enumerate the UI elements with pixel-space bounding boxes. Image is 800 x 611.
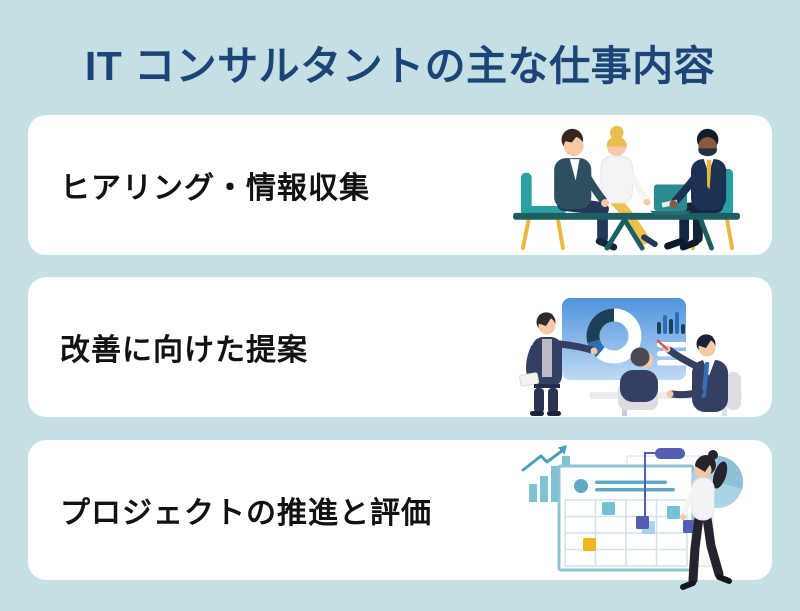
chart-presentation-illustration [519, 298, 742, 416]
tag-pill [655, 448, 685, 459]
page-title: IT コンサルタントの主な仕事内容 [84, 43, 716, 89]
chair-left-icon [520, 172, 566, 251]
growth-arrow-icon [521, 445, 567, 472]
sticky-note-teal [602, 502, 615, 515]
sticky-note-yellow [583, 538, 596, 551]
presentation-screen [562, 298, 687, 380]
card-project-promotion-evaluation: プロジェクトの推進と評価 [28, 440, 772, 590]
sticky-note-teal [667, 506, 680, 519]
sticky-note-indigo [636, 516, 649, 529]
arms-overlay [579, 164, 703, 208]
woman-figure [680, 450, 732, 590]
seated-viewer-figure [618, 347, 658, 410]
bar-chart-icon [657, 312, 685, 334]
card-improvement-proposal: 改善に向けた提案 [28, 277, 772, 417]
card-hearing-info-gathering: ヒアリング・情報収集 [28, 115, 772, 255]
meeting-interview-illustration [513, 125, 740, 251]
man-left-figure [554, 128, 618, 251]
project-board-illustration [521, 445, 743, 590]
planning-board [557, 448, 696, 572]
table-icon [513, 212, 740, 251]
card-label: ヒアリング・情報収集 [60, 172, 370, 205]
sticky-note-indigo [683, 520, 696, 533]
presenter-figure [519, 312, 598, 416]
connector-line [644, 452, 655, 516]
card-label: 改善に向けた提案 [60, 334, 308, 367]
man-with-pen-figure [656, 334, 741, 412]
card-label: プロジェクトの推進と評価 [60, 497, 432, 530]
